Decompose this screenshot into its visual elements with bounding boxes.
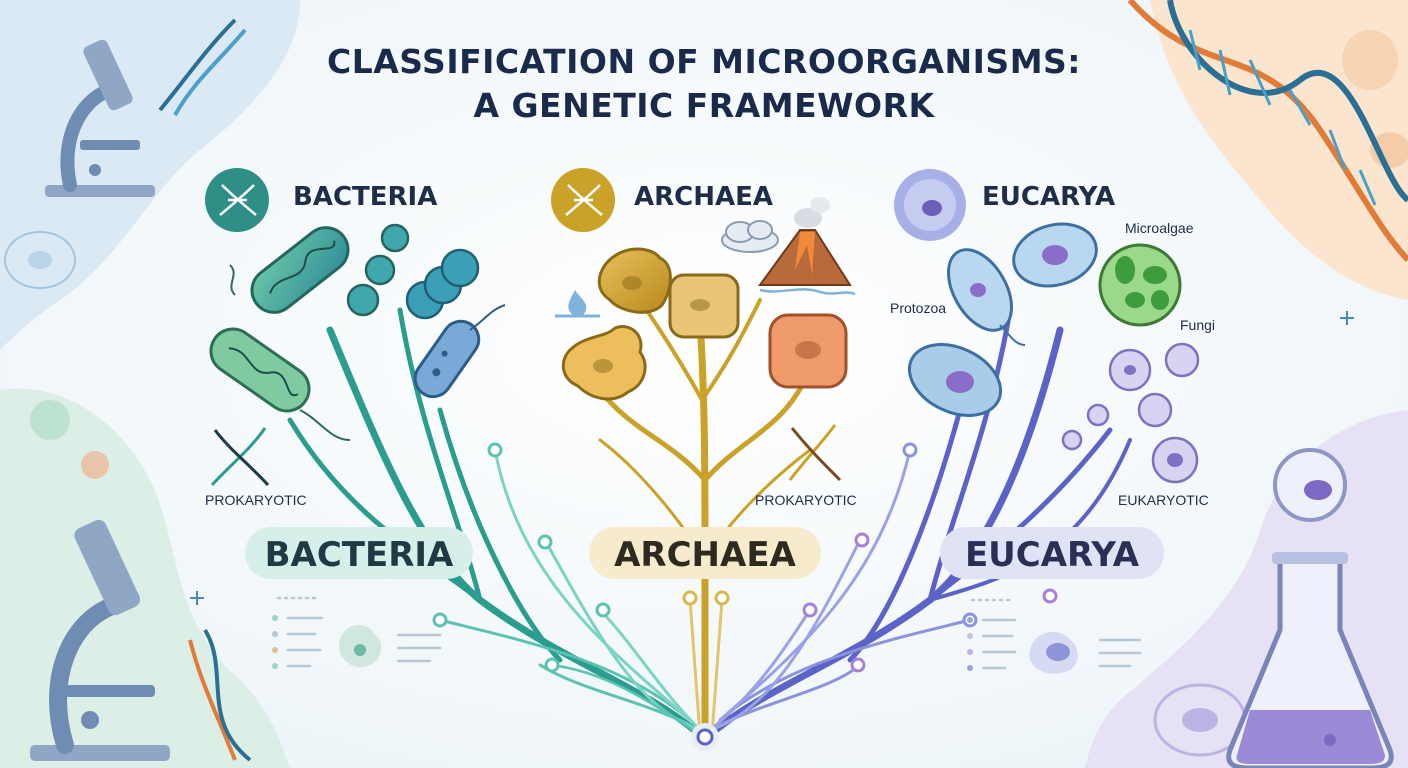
dna-icon-archaea [788, 424, 842, 482]
bacteria-pill-bg [245, 527, 473, 579]
page-title: CLASSIFICATION OF MICROORGANISMS: A GENE… [327, 42, 1081, 125]
bacteria-pill-label: BACTERIA [265, 535, 454, 575]
tree-branches-bacteria [287, 307, 704, 739]
dna-small-top-left [158, 18, 247, 116]
eucarya-cell-type: EUKARYOTIC [1118, 492, 1209, 508]
microalgae-cell [1098, 243, 1182, 327]
bacteria-organisms: PROKARYOTIC [205, 223, 506, 508]
archaea-cell-type: PROKARYOTIC [755, 492, 857, 508]
microscope-icon [45, 39, 155, 197]
info-lines-bacteria [272, 596, 442, 669]
cloud-icon [721, 220, 779, 253]
microscope-icon-bottom [30, 519, 170, 761]
domain-header-archaea: ARCHAEA [551, 168, 773, 232]
info-lines-eucarya [967, 598, 1142, 671]
fungi-label: Fungi [1180, 317, 1215, 333]
title-line-1: CLASSIFICATION OF MICROORGANISMS: [327, 42, 1081, 81]
dna-helix-decor [1127, 0, 1408, 263]
dna-icon-bacteria [210, 427, 270, 487]
bacillus-3 [413, 319, 481, 399]
domain-pill-eucarya: EUCARYA [940, 527, 1164, 579]
eucarya-pill-bg [940, 527, 1164, 579]
bacillus-2 [209, 327, 311, 413]
eucarya-header-label: EUCARYA [982, 182, 1115, 212]
fungi-cells [1061, 342, 1200, 484]
domain-pill-archaea: ARCHAEA [589, 527, 821, 579]
streptococci [346, 223, 410, 317]
volcano-icon [758, 197, 856, 296]
domain-pill-bacteria: BACTERIA [245, 527, 473, 579]
archaea-header-label: ARCHAEA [634, 182, 773, 212]
eucarya-organisms: Microalgae Protozoa Fungi EUKARYOTIC [890, 220, 1215, 508]
bacillus-1 [250, 226, 350, 314]
domain-header-eucarya: EUCARYA [894, 169, 1115, 241]
bacteria-cell-type: PROKARYOTIC [205, 492, 307, 508]
sample-bulb-decor [1273, 448, 1347, 522]
bacteria-header-label: BACTERIA [293, 182, 437, 212]
water-drop-icon [568, 290, 587, 317]
branch-nodes [432, 442, 1058, 673]
dna-small-bottom-left [188, 628, 252, 762]
title-line-2: A GENETIC FRAMEWORK [473, 86, 935, 125]
staphylococci [405, 248, 480, 320]
archaea-organisms: PROKARYOTIC [555, 197, 857, 508]
protozoa-label: Protozoa [890, 300, 946, 316]
flask-icon [1226, 552, 1394, 768]
eucarya-pill-label: EUCARYA [965, 535, 1140, 575]
dna-icon [219, 184, 257, 216]
domain-header-bacteria: BACTERIA [205, 168, 437, 232]
sparkles [190, 311, 1354, 605]
tree-root [691, 723, 719, 751]
archaea-pill-bg [589, 527, 821, 579]
microalgae-label: Microalgae [1125, 220, 1194, 236]
archaea-pill-label: ARCHAEA [614, 535, 796, 575]
dna-icon [565, 184, 603, 216]
